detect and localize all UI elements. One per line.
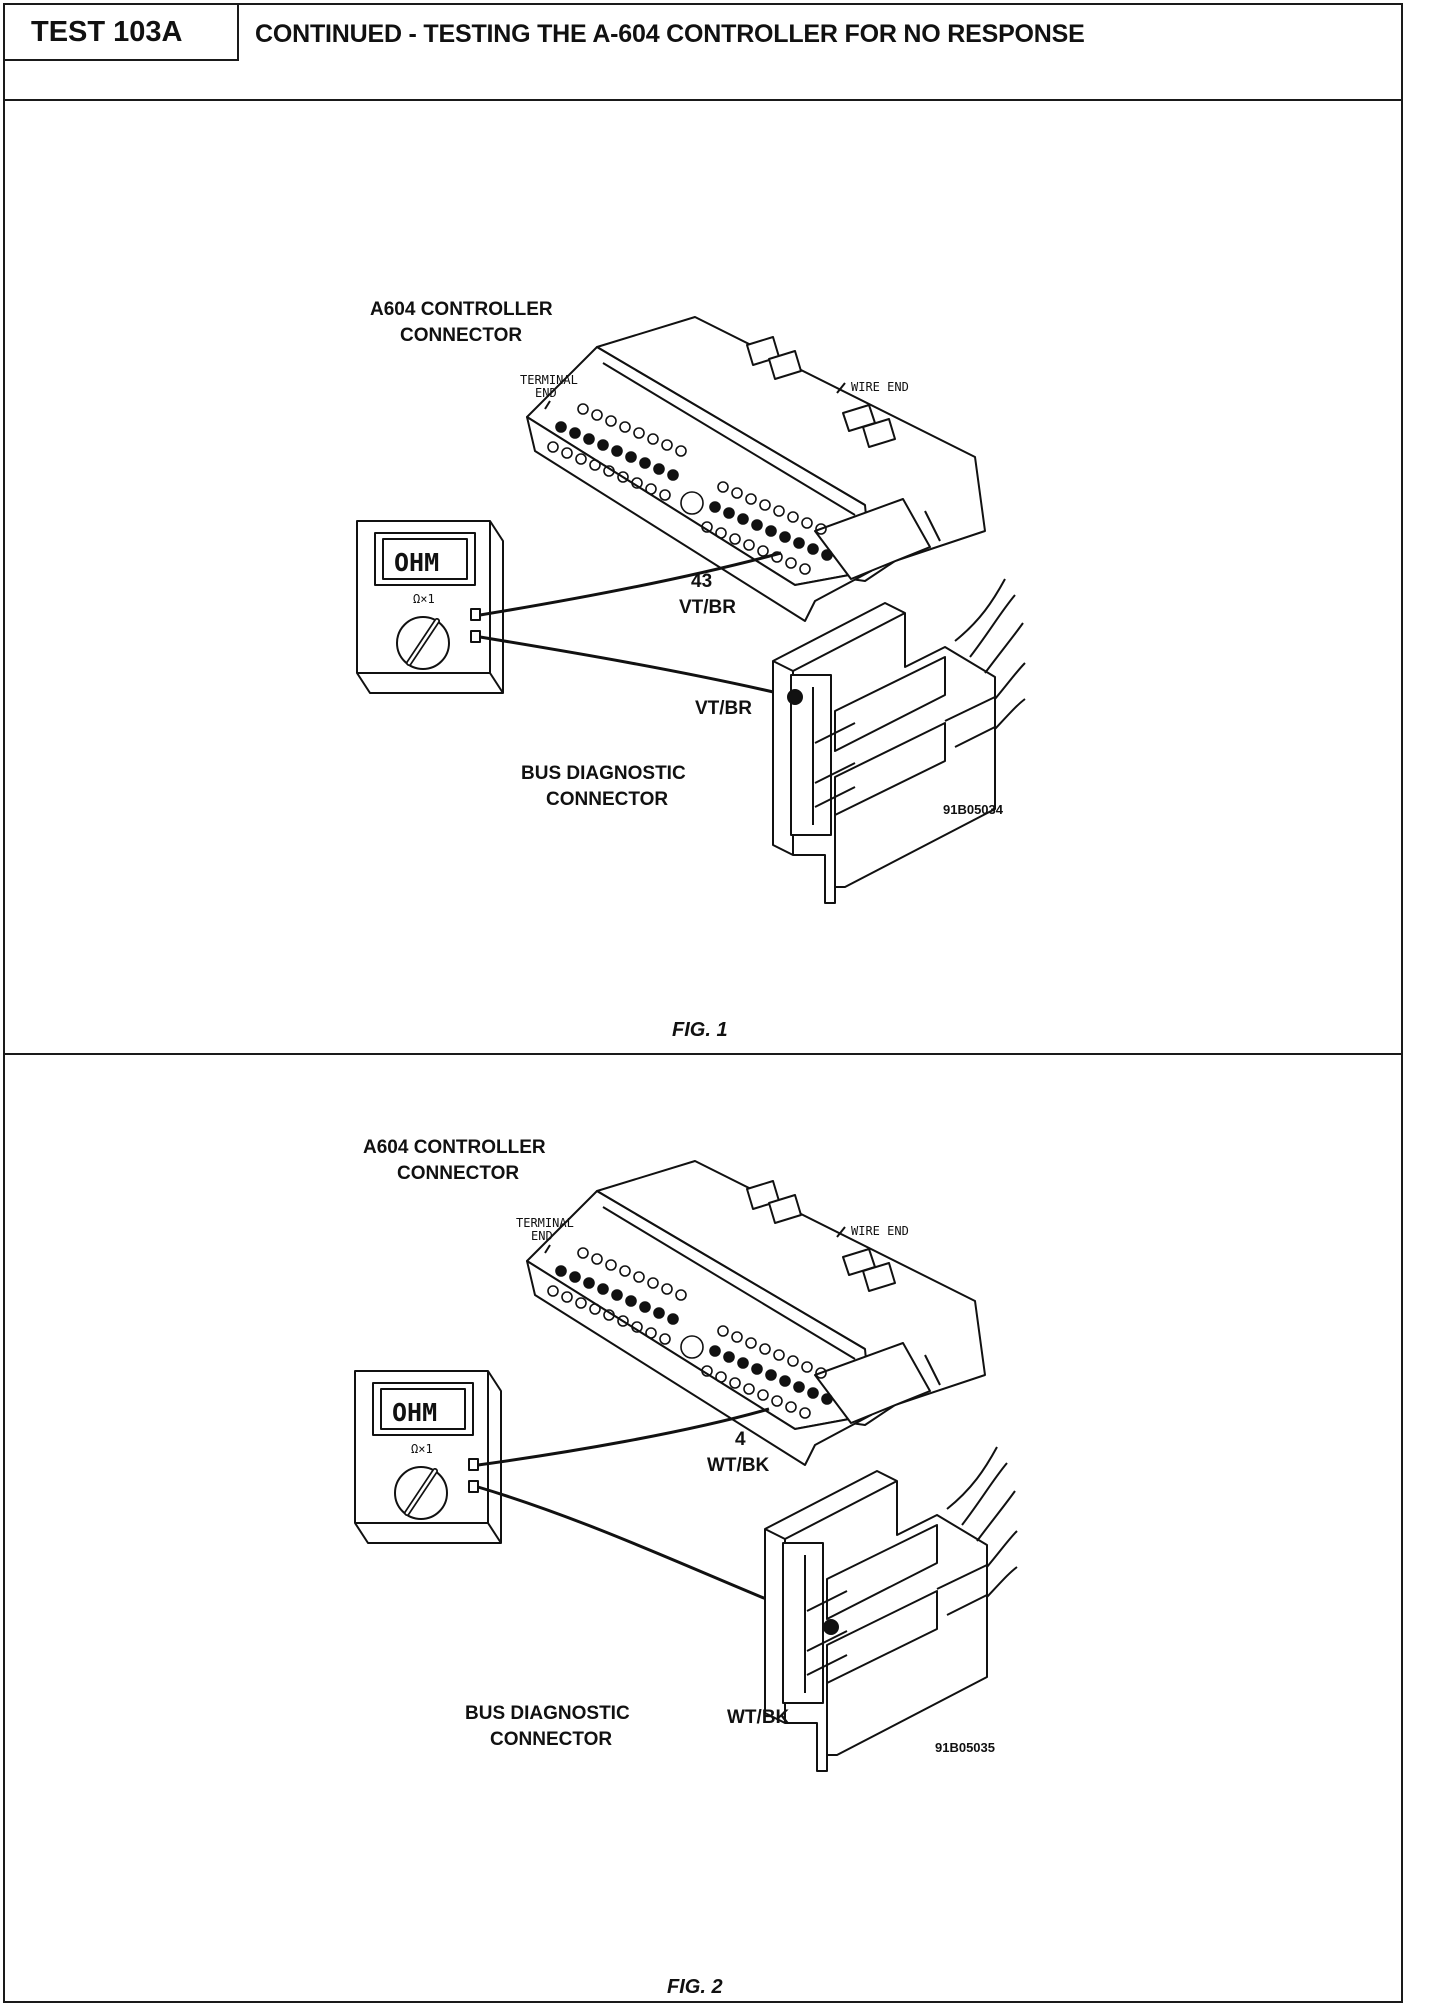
bus-label-line2: CONNECTOR xyxy=(490,1729,612,1750)
bus-diagnostic-connector xyxy=(772,578,1026,904)
bus-label-line1: BUS DIAGNOSTIC xyxy=(465,1703,630,1724)
test-id: TEST 103A xyxy=(5,5,239,61)
wire-end-label: WIRE END xyxy=(851,380,909,394)
ohmmeter xyxy=(354,1370,502,1544)
bus-diagnostic-connector xyxy=(764,1446,1018,1772)
meter-display: OHM xyxy=(394,548,439,577)
controller-label-line2: CONNECTOR xyxy=(397,1163,519,1184)
ohmmeter xyxy=(356,520,504,694)
pin-number: 43 xyxy=(691,571,712,592)
bus-wire-color: VT/BR xyxy=(695,698,752,719)
figure-2-panel: A604 CONTROLLER CONNECTOR TERMINAL END W… xyxy=(5,1055,1401,2001)
test-header: TEST 103A CONTINUED - TESTING THE A-604 … xyxy=(5,5,1401,101)
figure-caption: FIG. 1 xyxy=(672,1019,728,1041)
terminal-end-label-line1: TERMINAL xyxy=(516,1216,574,1230)
page-title: CONTINUED - TESTING THE A-604 CONTROLLER… xyxy=(255,20,1085,48)
figure-caption: FIG. 2 xyxy=(667,1976,723,1998)
controller-pin-array xyxy=(547,1247,833,1419)
meter-range: Ω×1 xyxy=(411,1442,433,1456)
pin-wire-color: VT/BR xyxy=(679,597,736,618)
controller-pin-array xyxy=(547,403,833,575)
terminal-end-label-line1: TERMINAL xyxy=(520,373,578,387)
bus-wire-color: WT/BK xyxy=(727,1707,790,1728)
pin-wire-color: WT/BK xyxy=(707,1455,770,1476)
bus-label-line1: BUS DIAGNOSTIC xyxy=(521,763,686,784)
controller-label-line2: CONNECTOR xyxy=(400,325,522,346)
drawing-code: 91B05035 xyxy=(935,1740,995,1755)
meter-range: Ω×1 xyxy=(413,592,435,606)
bus-label-line2: CONNECTOR xyxy=(546,789,668,810)
wire-end-label: WIRE END xyxy=(851,1224,909,1238)
drawing-code: 91B05034 xyxy=(943,802,1004,817)
figure-1-panel: A604 CONTROLLER CONNECTOR TERMINAL END W… xyxy=(5,101,1401,1055)
page-frame: TEST 103A CONTINUED - TESTING THE A-604 … xyxy=(3,3,1403,2003)
controller-label-line1: A604 CONTROLLER xyxy=(370,299,553,320)
terminal-end-label-line2: END xyxy=(535,386,557,400)
a604-controller-connector xyxy=(526,316,986,622)
pin-number: 4 xyxy=(735,1429,746,1450)
figure-2-diagram: A604 CONTROLLER CONNECTOR TERMINAL END W… xyxy=(354,1137,1018,1998)
controller-label-line1: A604 CONTROLLER xyxy=(363,1137,546,1158)
a604-controller-connector xyxy=(526,1160,986,1466)
figure-1-diagram: A604 CONTROLLER CONNECTOR TERMINAL END W… xyxy=(356,299,1026,1041)
meter-display: OHM xyxy=(392,1398,437,1427)
terminal-end-label-line2: END xyxy=(531,1229,553,1243)
